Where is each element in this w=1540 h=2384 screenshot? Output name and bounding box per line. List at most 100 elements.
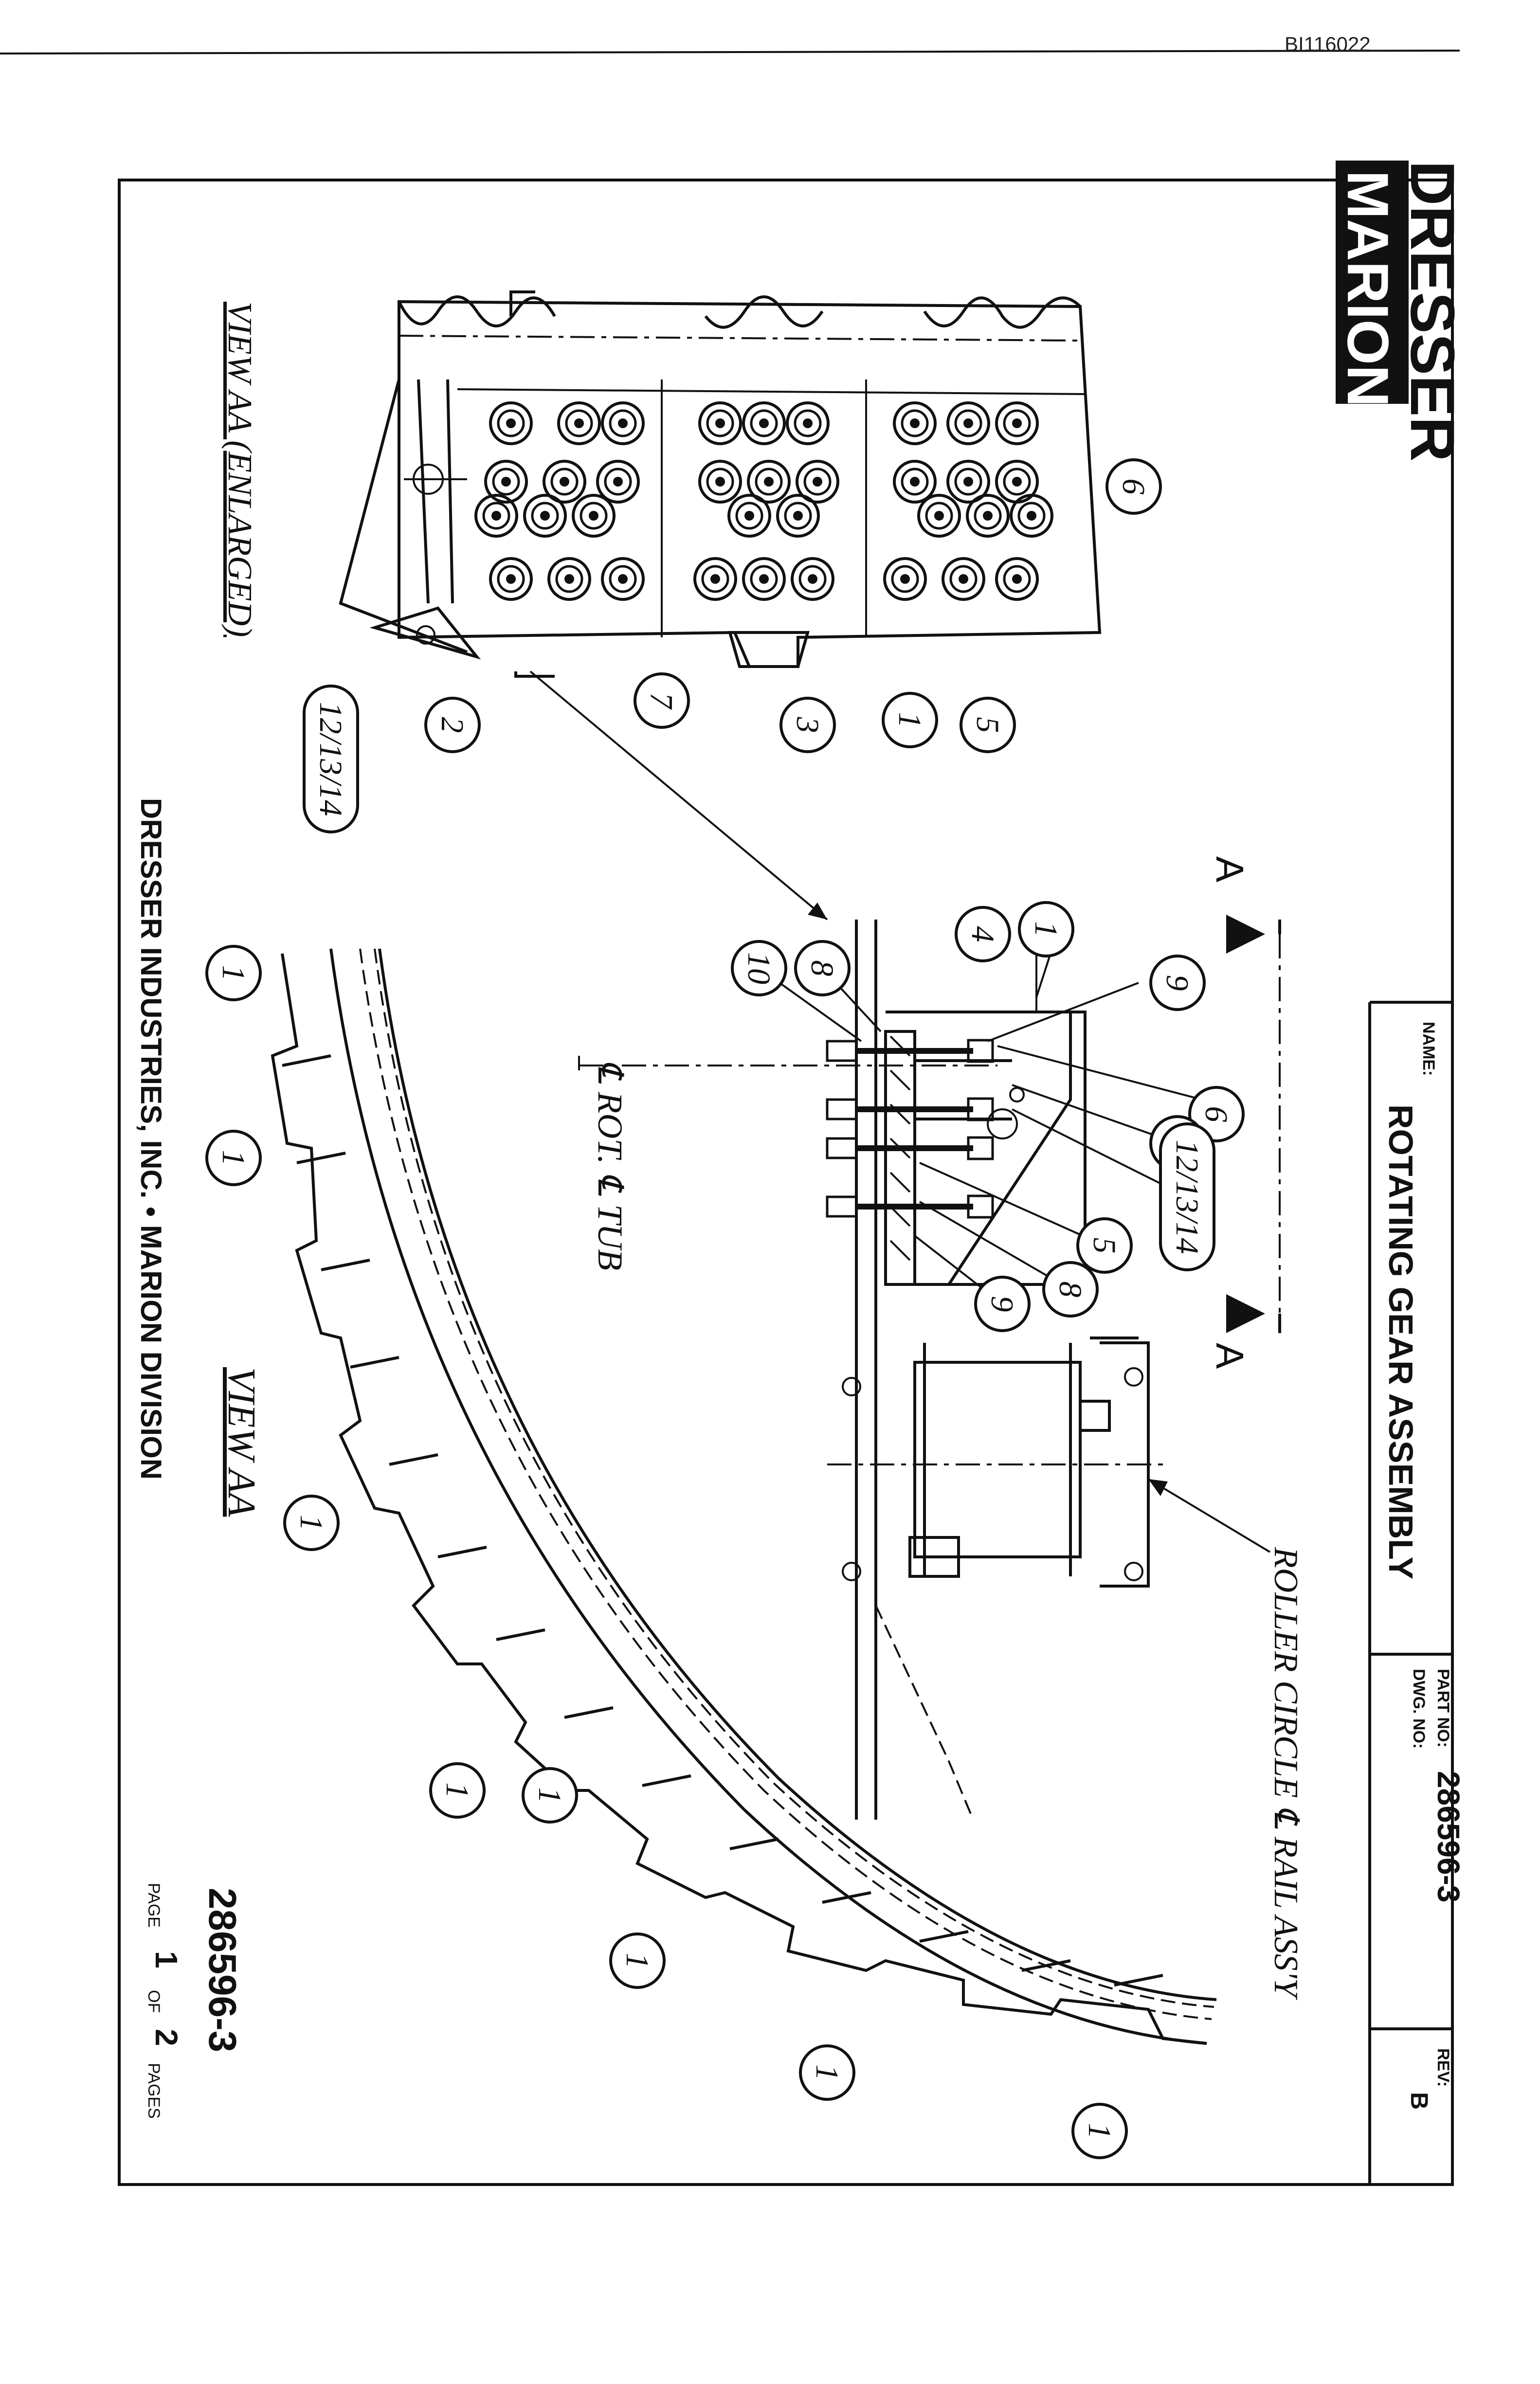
bolt-head [942, 557, 985, 601]
view-aa-enlarged-label: VIEW AA (ENLARGED) [221, 302, 258, 637]
callout-number: 1 [619, 1953, 655, 1969]
bolt-head [474, 494, 518, 538]
gear-ring-arc [271, 948, 1217, 2045]
callout-bubble: 12/13/14 [1159, 1122, 1215, 1271]
bolt-head [776, 494, 820, 538]
page-current: 1 [149, 1951, 184, 1969]
segment-joint [437, 1546, 487, 1558]
rev-label: REV: [1434, 2048, 1452, 2087]
callout-bubble: 9 [974, 1276, 1031, 1332]
bolt-head [995, 557, 1039, 601]
callout-bubble: 5 [1076, 1217, 1133, 1274]
section-bolt [826, 1097, 994, 1121]
callout-bubble: 8 [794, 940, 851, 996]
bolt-head [742, 401, 786, 445]
bolt-head [747, 460, 791, 504]
segment-joint [350, 1356, 399, 1369]
section-bolt [826, 1194, 994, 1219]
callout-bubbles: 65137212/13/141491086812/13/145891111111… [205, 458, 1245, 2159]
logo-marion: MARION [1335, 170, 1400, 407]
bolt-head [893, 401, 937, 445]
callout-bubble: 3 [779, 697, 836, 753]
segment-joint [1114, 1974, 1163, 1987]
callout-number: 12/13/14 [1169, 1140, 1205, 1254]
segment-joint [389, 1453, 438, 1466]
bolt-head [698, 401, 742, 445]
view-aa-label: VIEW AA [220, 1367, 263, 1517]
callout-number: 7 [644, 693, 679, 710]
segment-joint [642, 1774, 691, 1787]
segment-joint [1021, 1959, 1071, 1972]
bolt-head [742, 557, 786, 601]
segment-joints [282, 1054, 1163, 1987]
dwg-no-label: DWG. NO: [1410, 1669, 1428, 1749]
view-aa-enlarged [339, 290, 1102, 678]
of-word: OF [145, 1990, 163, 2013]
callout-number: 12/13/14 [313, 702, 348, 816]
callout-number: 6 [1198, 1106, 1234, 1122]
callout-bubble: 8 [1042, 1261, 1099, 1318]
bolt-head [489, 401, 533, 445]
document-id: BI116022 [1285, 33, 1371, 55]
title-block: NAME: ROTATING GEAR ASSEMBLY PART NO: DW… [1368, 1001, 1466, 2185]
part-no-label: PART NO: [1434, 1669, 1452, 1748]
bolt-head [543, 460, 586, 504]
drawing-border [118, 179, 1454, 2186]
bolt-head [693, 557, 737, 601]
section-bolt [826, 1039, 994, 1063]
callout-number: 10 [741, 952, 777, 984]
roller-circle-label: ROLLER CIRCLE ℄ RAIL ASS'Y [1267, 1547, 1304, 2001]
callout-bubble: 1 [205, 945, 262, 1001]
bolt-head [786, 401, 830, 445]
callout-bubble: 1 [429, 1762, 486, 1819]
bolt-head [946, 460, 990, 504]
callout-bubble: 1 [799, 2044, 855, 2101]
segment-joint [564, 1706, 614, 1719]
callout-number: 9 [984, 1296, 1020, 1312]
callout-number: 1 [892, 712, 927, 728]
segment-joint [282, 1054, 331, 1067]
bolt-head [601, 401, 645, 445]
detail-leader [529, 670, 828, 921]
scan-top-edge [0, 50, 1460, 54]
rev-value: B [1406, 2092, 1433, 2110]
bolt-head [484, 460, 528, 504]
bolt-head [791, 557, 834, 601]
bolt-head [917, 494, 961, 538]
callout-bubble: 1 [882, 692, 938, 748]
part-name: ROTATING GEAR ASSEMBLY [1382, 1104, 1420, 1579]
bolt-pattern [474, 401, 1053, 601]
callout-number: 8 [804, 960, 840, 976]
bolt-head [557, 401, 601, 445]
callout-bubble: 12/13/14 [303, 685, 359, 833]
bolt-head [883, 557, 927, 601]
bolt-head [698, 460, 742, 504]
bolt-head [596, 460, 640, 504]
bolt-head [601, 557, 645, 601]
callout-number: 1 [216, 965, 251, 981]
section-bolts [826, 1039, 994, 1219]
callout-number: 2 [435, 717, 470, 733]
callout-number: 5 [970, 717, 1005, 733]
callout-number: 5 [1087, 1238, 1122, 1254]
callout-bubble: 1 [609, 1932, 666, 1989]
company-logo: DRESSER MARION [1335, 161, 1467, 462]
callout-number: 1 [532, 1788, 567, 1804]
segment-joint [496, 1628, 545, 1641]
pages-word: PAGES [145, 2063, 163, 2119]
bolt-head [893, 460, 937, 504]
section-view: A A ROLLER CIRCLE ℄ RAIL ASS'Y ℄ R [578, 856, 1304, 2001]
callout-bubble: 6 [1105, 458, 1162, 515]
segment-joint [822, 1891, 871, 1904]
callout-bubble: 4 [955, 906, 1011, 962]
callout-bubble: 9 [1149, 955, 1206, 1011]
footer-part-number: 286596-3 [201, 1888, 244, 2052]
bolt-head [1010, 494, 1053, 538]
callout-bubble: 10 [731, 940, 787, 996]
part-no-value: 286596-3 [1431, 1771, 1466, 1902]
callout-number: 4 [965, 926, 1000, 942]
callout-bubble: 2 [424, 697, 481, 753]
page-total: 2 [149, 2029, 184, 2046]
section-marker-top: A [1208, 856, 1251, 883]
